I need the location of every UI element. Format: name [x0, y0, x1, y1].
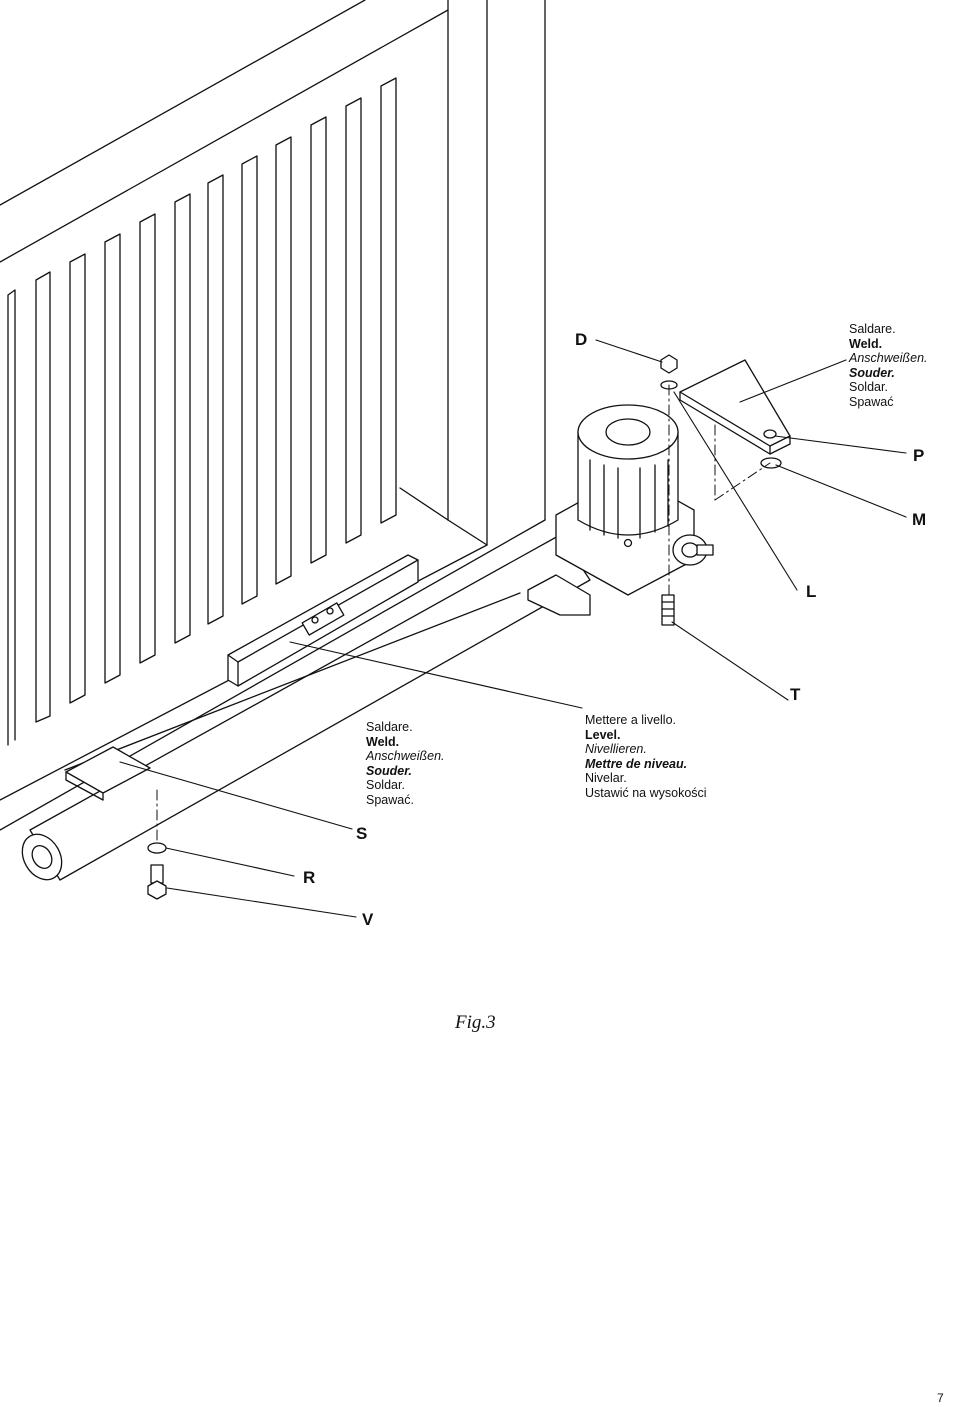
weld-note-top-line-5: Soldar. — [849, 380, 888, 395]
weld-note-bottom-line-5: Soldar. — [366, 778, 405, 793]
weld-note-top-line-6: Spawać — [849, 394, 894, 409]
level-note-line-1: Mettere a livello. — [585, 713, 677, 727]
page-number: 7 — [937, 1391, 944, 1405]
level-note-line-5: Nivelar. — [585, 771, 627, 786]
tube-shaft — [21, 534, 591, 881]
weld-note-bottom-line-4: Souder. — [366, 763, 412, 778]
label-l: L — [806, 582, 817, 601]
label-d: D — [575, 330, 588, 349]
label-m: M — [912, 510, 927, 529]
weld-note-bottom: Saldare. Weld. Anschweißen. Souder. Sold… — [366, 720, 445, 808]
weld-note-bottom-line-2: Weld. — [366, 734, 400, 749]
label-r: R — [303, 868, 316, 887]
level-note-line-2: Level. — [585, 727, 621, 742]
axis-lines — [156, 384, 771, 841]
level-note-line-3: Nivellieren. — [585, 742, 647, 757]
figure-caption: Fig.3 — [455, 1012, 496, 1033]
motor-body — [527, 404, 714, 616]
label-s: S — [356, 824, 368, 843]
gate-bars — [7, 77, 397, 746]
weld-note-bottom-line-1: Saldare. — [366, 720, 413, 734]
bottom-plate — [65, 746, 151, 801]
label-v: V — [362, 910, 374, 929]
weld-note-top-line-1: Saldare. — [849, 322, 896, 336]
vertical-bolt — [661, 594, 675, 626]
level-note: Mettere a livello. Level. Nivellieren. M… — [585, 713, 707, 801]
level-note-line-4: Mettre de niveau. — [585, 756, 688, 771]
label-t: T — [790, 685, 801, 704]
weld-note-bottom-line-6: Spawać. — [366, 792, 414, 807]
label-p: P — [913, 446, 925, 465]
level-note-line-6: Ustawić na wysokości — [585, 785, 707, 800]
bottom-bolt — [147, 842, 167, 900]
weld-note-bottom-line-3: Anschweißen. — [366, 749, 445, 764]
top-bracket — [679, 359, 791, 455]
leader-lines — [119, 339, 907, 918]
weld-note-top: Saldare. Weld. Anschweißen. Souder. Sold… — [849, 322, 928, 410]
weld-note-top-line-3: Anschweißen. — [849, 351, 928, 366]
weld-note-top-line-2: Weld. — [849, 336, 883, 351]
rack-block — [227, 554, 419, 687]
weld-note-top-line-4: Souder. — [849, 365, 895, 380]
